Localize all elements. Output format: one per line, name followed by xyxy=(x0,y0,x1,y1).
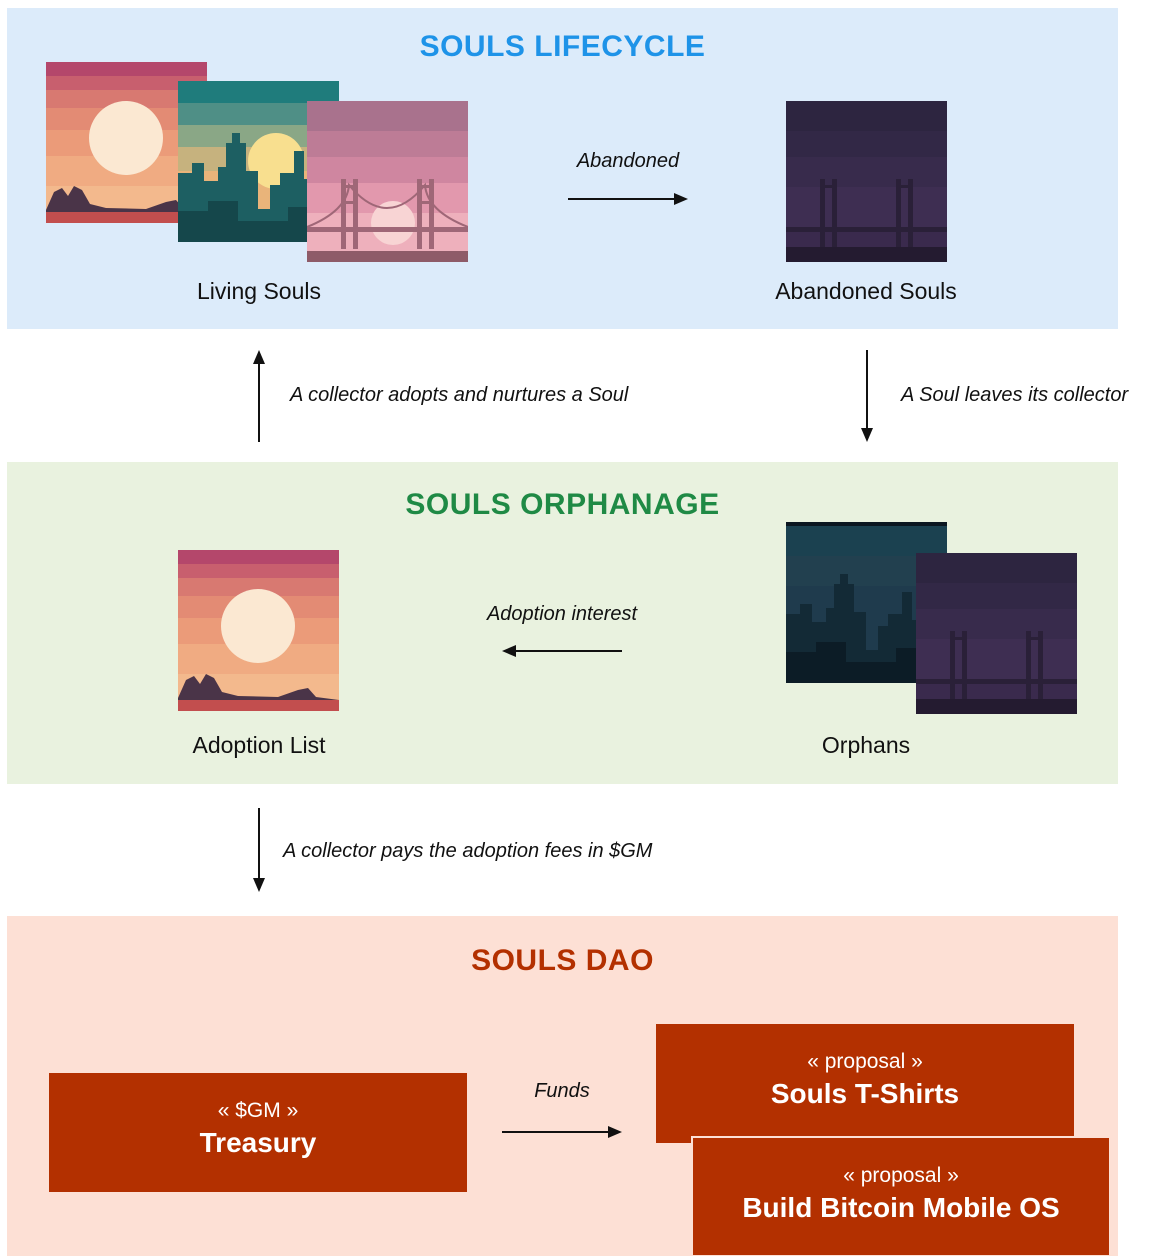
lifecycle-title: SOULS LIFECYCLE xyxy=(419,30,706,63)
abandoned-arrow xyxy=(568,193,688,205)
pay-arrow-down xyxy=(253,808,265,892)
proposal-bitcoin-os-name: Build Bitcoin Mobile OS xyxy=(742,1192,1060,1223)
orphans-label: Orphans xyxy=(821,732,911,758)
treasury-box: « $GM » Treasury xyxy=(49,1073,467,1192)
adoption-list-label: Adoption List xyxy=(192,732,326,758)
leave-arrow-down xyxy=(861,350,873,442)
funds-label: Funds xyxy=(534,1080,590,1102)
adopt-arrow-up xyxy=(253,350,265,442)
treasury-stereotype: « $GM » xyxy=(217,1099,299,1122)
adoption-interest-arrow xyxy=(502,645,622,657)
living-souls-label: Living Souls xyxy=(196,278,322,304)
abandoned-soul-image xyxy=(786,101,947,262)
adoption-list-image xyxy=(178,550,339,711)
proposal-tshirts-box: « proposal » Souls T-Shirts xyxy=(656,1024,1074,1143)
treasury-name: Treasury xyxy=(199,1127,317,1158)
proposal-tshirts-stereotype: « proposal » xyxy=(807,1050,923,1073)
abandoned-arrow-label: Abandoned xyxy=(576,150,680,172)
funds-arrow xyxy=(502,1126,622,1138)
orphan-bridge-image xyxy=(916,553,1077,714)
abandoned-souls-label: Abandoned Souls xyxy=(775,278,957,304)
pay-transition-label: A collector pays the adoption fees in $G… xyxy=(283,840,653,862)
living-soul-bridge-image xyxy=(307,101,468,262)
leave-transition-label: A Soul leaves its collector xyxy=(901,384,1129,406)
proposal-bitcoin-os-stereotype: « proposal » xyxy=(843,1164,959,1187)
orphanage-title: SOULS ORPHANAGE xyxy=(405,488,720,521)
proposal-tshirts-name: Souls T-Shirts xyxy=(770,1078,960,1109)
proposal-bitcoin-os-box: « proposal » Build Bitcoin Mobile OS xyxy=(691,1136,1109,1255)
adopt-transition-label: A collector adopts and nurtures a Soul xyxy=(290,384,629,406)
dao-title: SOULS DAO xyxy=(471,944,654,977)
adoption-interest-label: Adoption interest xyxy=(486,603,638,625)
